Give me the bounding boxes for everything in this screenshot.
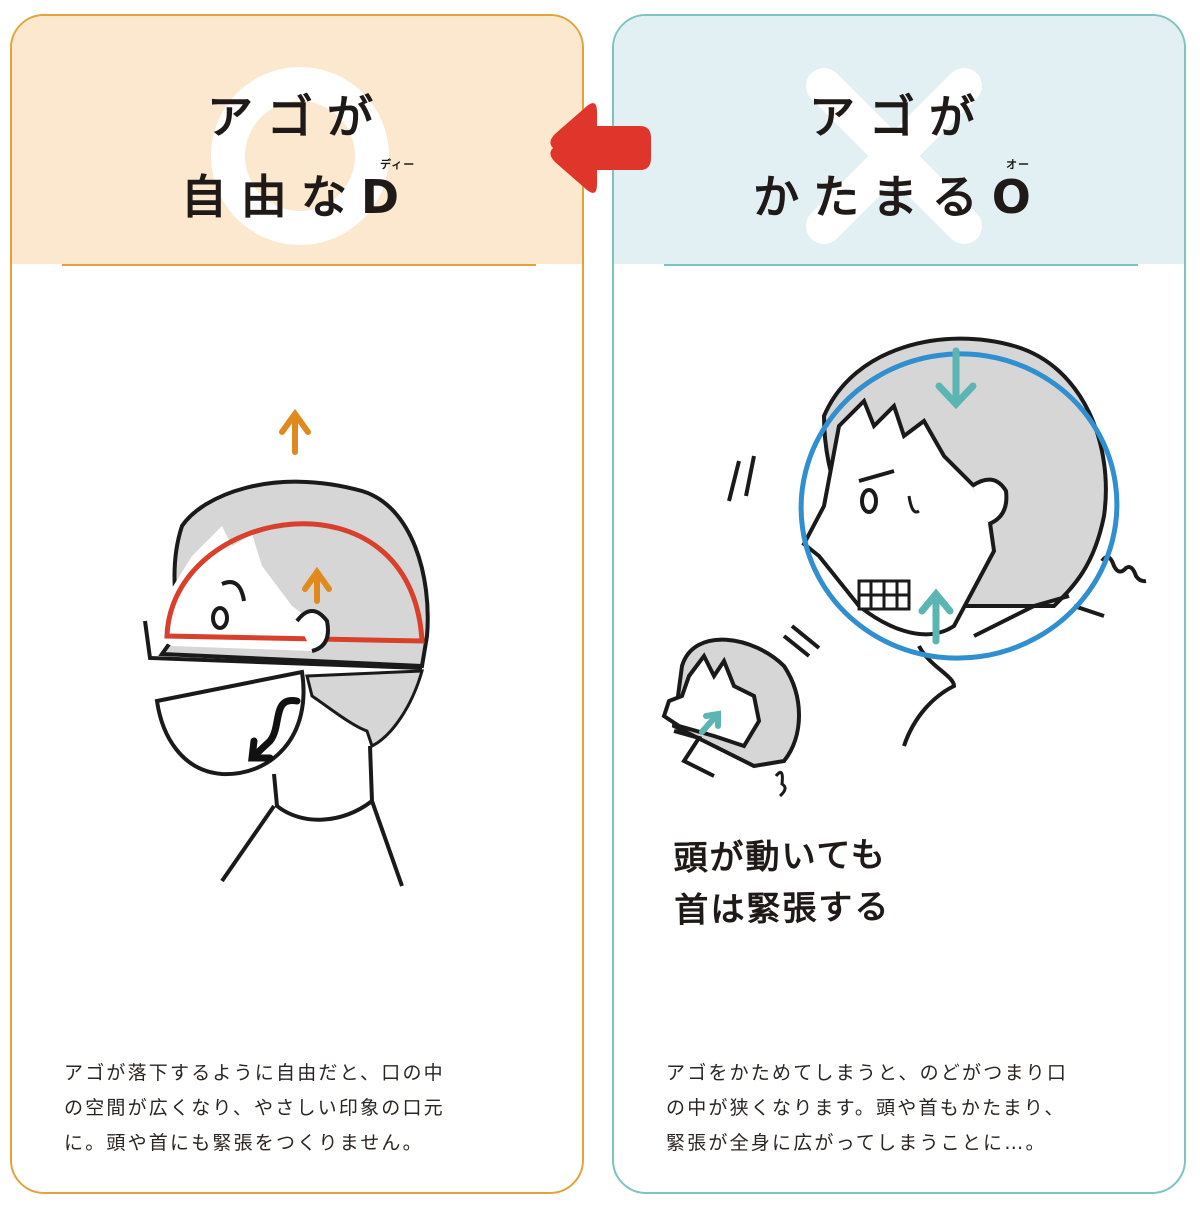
title-line2: 自由なD	[180, 170, 414, 224]
caption-line: 緊張が全身に広がってしまうことに…。	[666, 1132, 1047, 1154]
caption-line: の中が狭くなります。頭や首もかたまり、	[666, 1097, 1066, 1119]
caption-line: の空間が広くなり、やさしい印象の口元	[64, 1097, 445, 1119]
left-arrow-icon	[550, 103, 651, 193]
note-line: 頭が動いても	[673, 835, 888, 879]
panel-free-jaw-d: アゴが 自由なD ディー	[10, 14, 584, 1194]
down-arrow-icon	[935, 347, 977, 410]
caption: アゴをかためてしまうと、のどがつまり口 の中が狭くなります。頭や首もかたまり、 …	[666, 1056, 1156, 1161]
circle-mark-icon	[211, 67, 389, 245]
header-divider	[664, 264, 1138, 266]
up-arrow-icon	[302, 566, 332, 604]
caption-line: アゴが落下するように自由だと、口の中	[64, 1062, 445, 1084]
up-arrow-icon	[279, 408, 311, 455]
title-line2: かたまるO	[753, 170, 1045, 224]
free-jaw-illustration	[143, 408, 430, 887]
stiff-jaw-illustration	[661, 336, 1147, 798]
panel-header: アゴが かたまるO オー	[614, 16, 1184, 264]
curved-down-arrow-icon	[248, 697, 301, 762]
panel-stiff-jaw-o: アゴが かたまるO オー	[612, 14, 1186, 1194]
up-arrow-icon	[918, 588, 954, 645]
header-divider	[62, 264, 536, 266]
note-line: 首は緊張する	[674, 887, 891, 931]
title-line1: アゴが	[207, 90, 387, 144]
caption: アゴが落下するように自由だと、口の中 の空間が広くなり、やさしい印象の口元 に。…	[64, 1056, 554, 1161]
title-line1: アゴが	[809, 90, 989, 144]
caption-line: アゴをかためてしまうと、のどがつまり口	[666, 1062, 1069, 1084]
x-mark-icon	[806, 68, 982, 244]
handwritten-note: 頭が動いても 首は緊張する	[673, 829, 891, 937]
ruby-o: オー	[1006, 158, 1030, 171]
arrow-small-face-icon	[699, 710, 721, 735]
panel-header: アゴが 自由なD ディー	[12, 16, 582, 264]
ruby-d: ディー	[380, 158, 416, 171]
caption-line: に。頭や首にも緊張をつくりません。	[64, 1132, 424, 1154]
